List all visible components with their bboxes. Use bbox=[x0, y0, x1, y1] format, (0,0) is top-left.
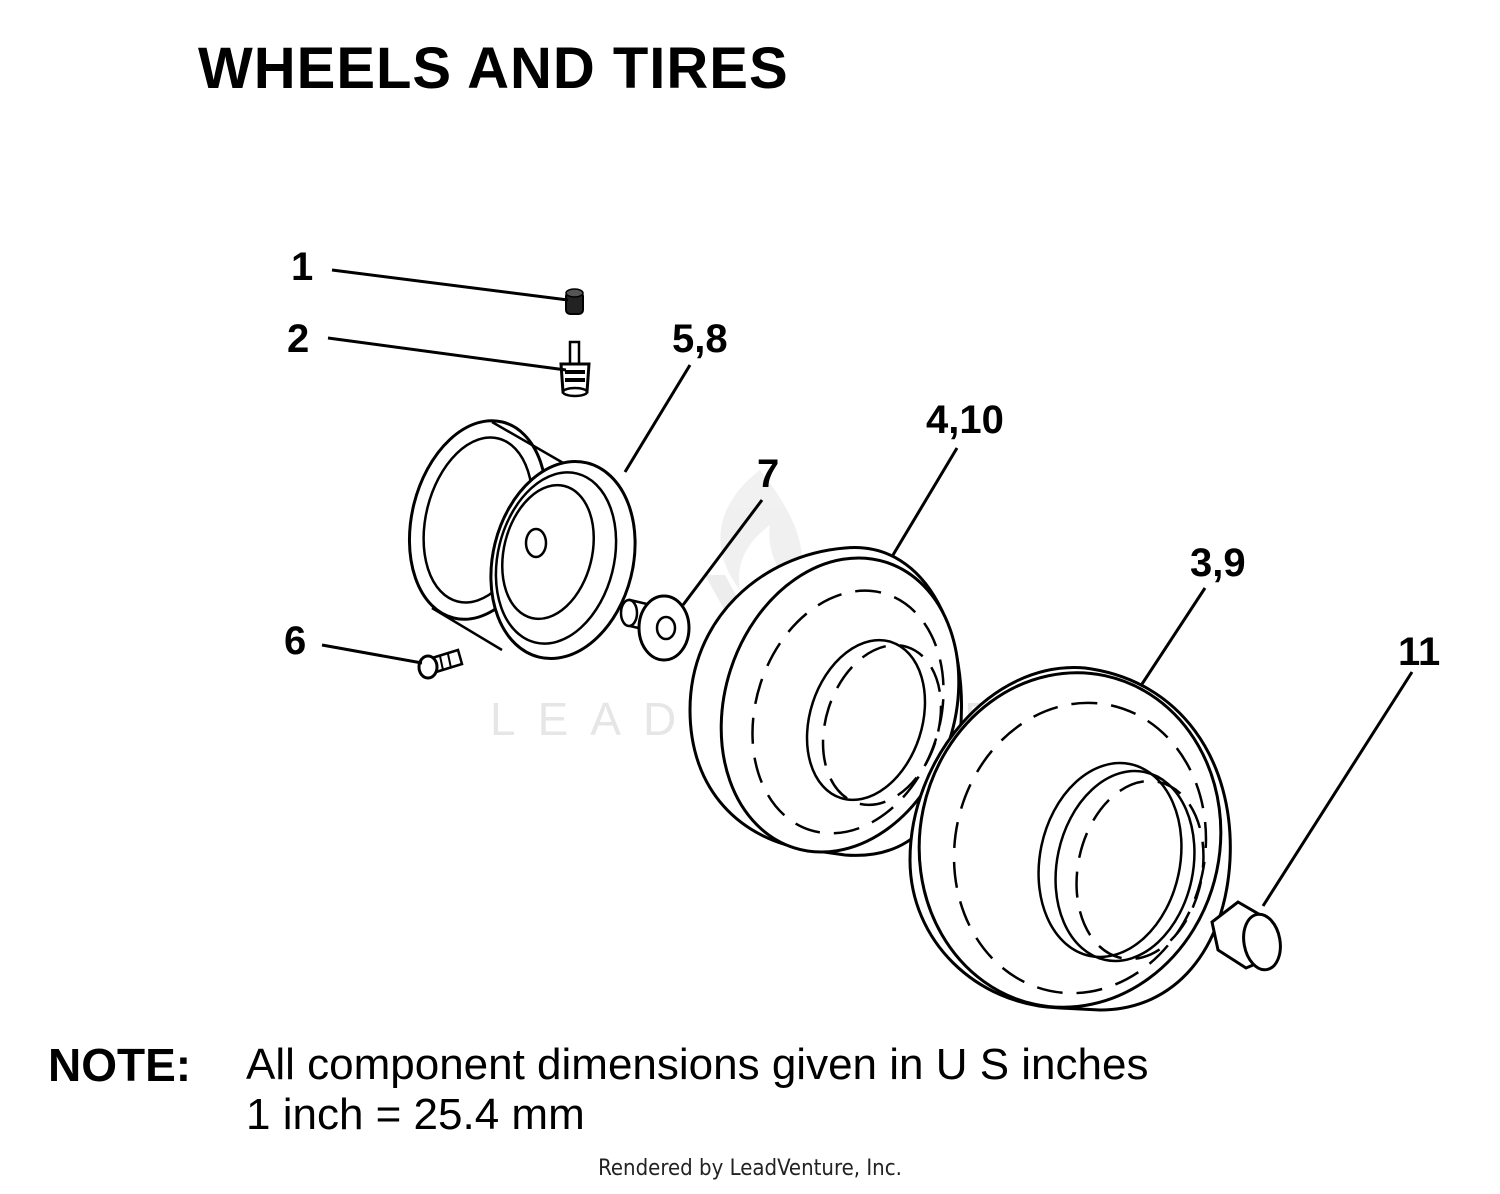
callout-6: 6 bbox=[284, 619, 306, 663]
note-text-line-1: All component dimensions given in U S in… bbox=[246, 1040, 1149, 1089]
leader-line-410 bbox=[891, 447, 959, 556]
diagram-title: WHEELS AND TIRES bbox=[198, 36, 789, 101]
leader-lines bbox=[321, 268, 1414, 907]
callout-2: 2 bbox=[287, 317, 309, 361]
front-tire-part bbox=[688, 546, 963, 857]
callout-4-10: 4,10 bbox=[926, 398, 1004, 442]
note-text-line-2: 1 inch = 25.4 mm bbox=[246, 1090, 585, 1139]
callout-numbers: 1 2 5,8 7 4,10 3,9 6 11 bbox=[284, 245, 1440, 674]
bushing-part bbox=[619, 594, 691, 662]
leader-line-39 bbox=[1140, 587, 1207, 685]
valve-cap-part bbox=[565, 288, 584, 315]
callout-5-8: 5,8 bbox=[672, 317, 728, 361]
render-credit-footer: Rendered by LeadVenture, Inc. bbox=[598, 1156, 902, 1181]
rear-tire-part bbox=[908, 666, 1232, 1012]
valve-stem-part bbox=[559, 340, 591, 398]
hub-cap-part bbox=[1210, 900, 1282, 972]
callout-7: 7 bbox=[757, 452, 779, 496]
screw-part bbox=[417, 648, 464, 680]
leader-line-2 bbox=[327, 336, 567, 372]
callout-11: 11 bbox=[1398, 630, 1440, 674]
leader-line-58 bbox=[623, 364, 692, 473]
wheel-rim-part bbox=[407, 419, 637, 660]
callout-3-9: 3,9 bbox=[1190, 541, 1246, 585]
note-label: NOTE: bbox=[48, 1039, 192, 1091]
callout-1: 1 bbox=[291, 245, 313, 289]
leader-line-11 bbox=[1261, 671, 1414, 907]
leader-line-6 bbox=[321, 643, 423, 665]
leader-line-1 bbox=[331, 268, 569, 302]
leader-line-7 bbox=[681, 499, 764, 606]
